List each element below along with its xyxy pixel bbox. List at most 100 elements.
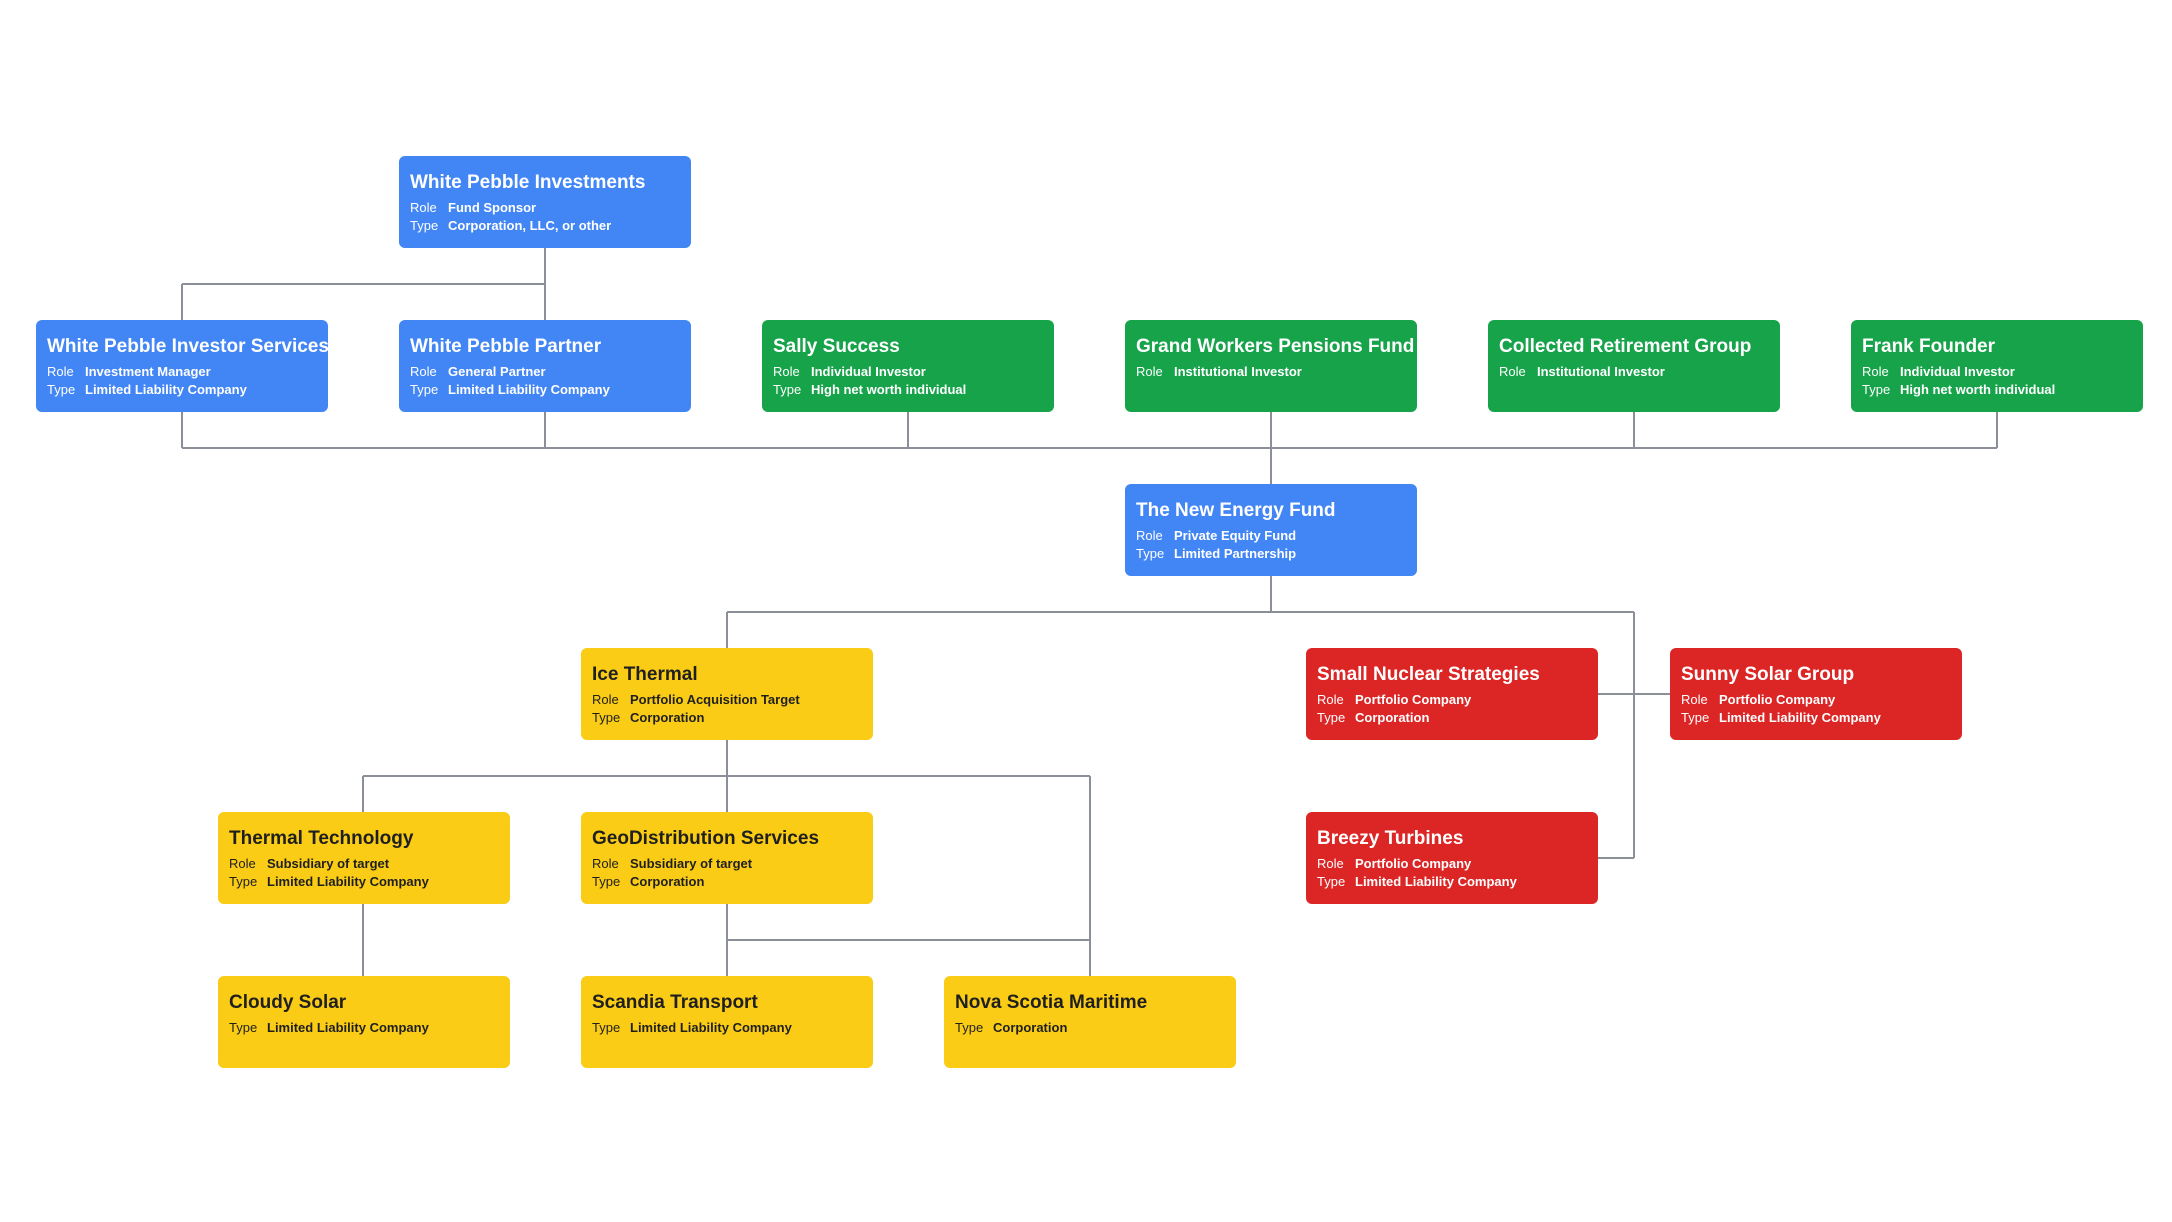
node-role-row: Role Individual Investor [773,363,1043,381]
node-title: White Pebble Investor Services [47,336,329,357]
node-role-row: Role Private Equity Fund [1136,527,1406,545]
node-title: Breezy Turbines [1317,828,1464,849]
type-label: Type [592,874,621,889]
node-type-row: Type Limited Partnership [1136,545,1406,563]
role-label: Role [229,856,256,871]
role-value: General Partner [448,364,546,379]
type-value: Corporation [1355,710,1430,725]
type-value: High net worth individual [1900,382,2056,397]
node-title: Sally Success [773,336,900,357]
role-value: Institutional Investor [1174,364,1302,379]
role-value: Fund Sponsor [448,200,537,215]
role-label: Role [1317,692,1344,707]
node-title: White Pebble Partner [410,336,602,357]
node-title: The New Energy Fund [1136,500,1336,521]
type-label: Type [1317,710,1346,725]
connector-investors-to-fund [181,412,1998,484]
node-type-row: Type Limited Liability Company [592,1019,862,1037]
type-label: Type [229,1020,258,1035]
role-label: Role [410,200,437,215]
node-role-row: Role General Partner [410,363,680,381]
type-label: Type [410,382,439,397]
node-thermal-technology[interactable]: Thermal Technology Role Subsidiary of tar… [218,812,510,904]
type-value: Corporation [993,1020,1068,1035]
type-label: Type [1317,874,1346,889]
type-label: Type [955,1020,984,1035]
node-title: White Pebble Investments [410,172,646,193]
node-type-row: Type Limited Liability Company [410,381,680,399]
node-white-pebble-partner[interactable]: White Pebble Partner Role General Partner… [399,320,691,412]
type-label: Type [773,382,802,397]
type-value: Limited Liability Company [1355,874,1517,889]
role-value: Individual Investor [811,364,926,379]
type-label: Type [229,874,258,889]
role-value: Subsidiary of target [267,856,390,871]
node-white-pebble-investments[interactable]: White Pebble Investments Role Fund Sponso… [399,156,691,248]
role-label: Role [592,692,619,707]
type-value: Corporation [630,710,705,725]
role-value: Portfolio Company [1719,692,1836,707]
type-value: Limited Partnership [1174,546,1297,561]
node-role-row: Role Fund Sponsor [410,199,680,217]
node-title: Small Nuclear Strategies [1317,664,1540,685]
node-type-row: Type Limited Liability Company [1317,873,1587,891]
role-value: Individual Investor [1900,364,2015,379]
role-label: Role [1862,364,1889,379]
node-ice-thermal[interactable]: Ice Thermal Role Portfolio Acquisition Ta… [581,648,873,740]
node-role-row: Role Subsidiary of target [229,855,499,873]
connector-ice-thermal-children [362,740,1091,976]
type-label: Type [1136,546,1165,561]
type-value: Limited Liability Company [630,1020,792,1035]
type-label: Type [410,218,439,233]
node-nova-scotia-maritime[interactable]: Nova Scotia Maritime Type Corporation [944,976,1236,1068]
node-frank-founder[interactable]: Frank Founder Role Individual Investor Ty… [1851,320,2143,412]
type-label: Type [1862,382,1891,397]
type-value: Corporation [630,874,705,889]
role-value: Portfolio Company [1355,856,1472,871]
node-title: Ice Thermal [592,664,698,685]
node-title: Scandia Transport [592,992,758,1013]
type-value: Limited Liability Company [448,382,610,397]
role-value: Institutional Investor [1537,364,1665,379]
role-value: Investment Manager [85,364,211,379]
node-sally-success[interactable]: Sally Success Role Individual Investor Ty… [762,320,1054,412]
node-title: Sunny Solar Group [1681,664,1855,685]
node-title: Collected Retirement Group [1499,336,1752,357]
role-label: Role [410,364,437,379]
node-scandia-transport[interactable]: Scandia Transport Type Limited Liability … [581,976,873,1068]
type-label: Type [47,382,76,397]
node-type-row: Type Corporation [592,873,862,891]
node-type-row: Type High net worth individual [1862,381,2132,399]
role-value: Private Equity Fund [1174,528,1297,543]
type-value: Limited Liability Company [85,382,247,397]
role-label: Role [773,364,800,379]
node-title: Thermal Technology [229,828,414,849]
node-the-new-energy-fund[interactable]: The New Energy Fund Role Private Equity F… [1125,484,1417,576]
role-label: Role [1136,528,1163,543]
node-title: Nova Scotia Maritime [955,992,1148,1013]
node-title: Frank Founder [1862,336,1996,357]
node-role-row: Role Portfolio Acquisition Target [592,691,862,709]
role-label: Role [592,856,619,871]
role-value: Portfolio Acquisition Target [630,692,800,707]
connector-fund-children [726,576,1670,859]
type-value: Limited Liability Company [1719,710,1881,725]
type-label: Type [592,1020,621,1035]
